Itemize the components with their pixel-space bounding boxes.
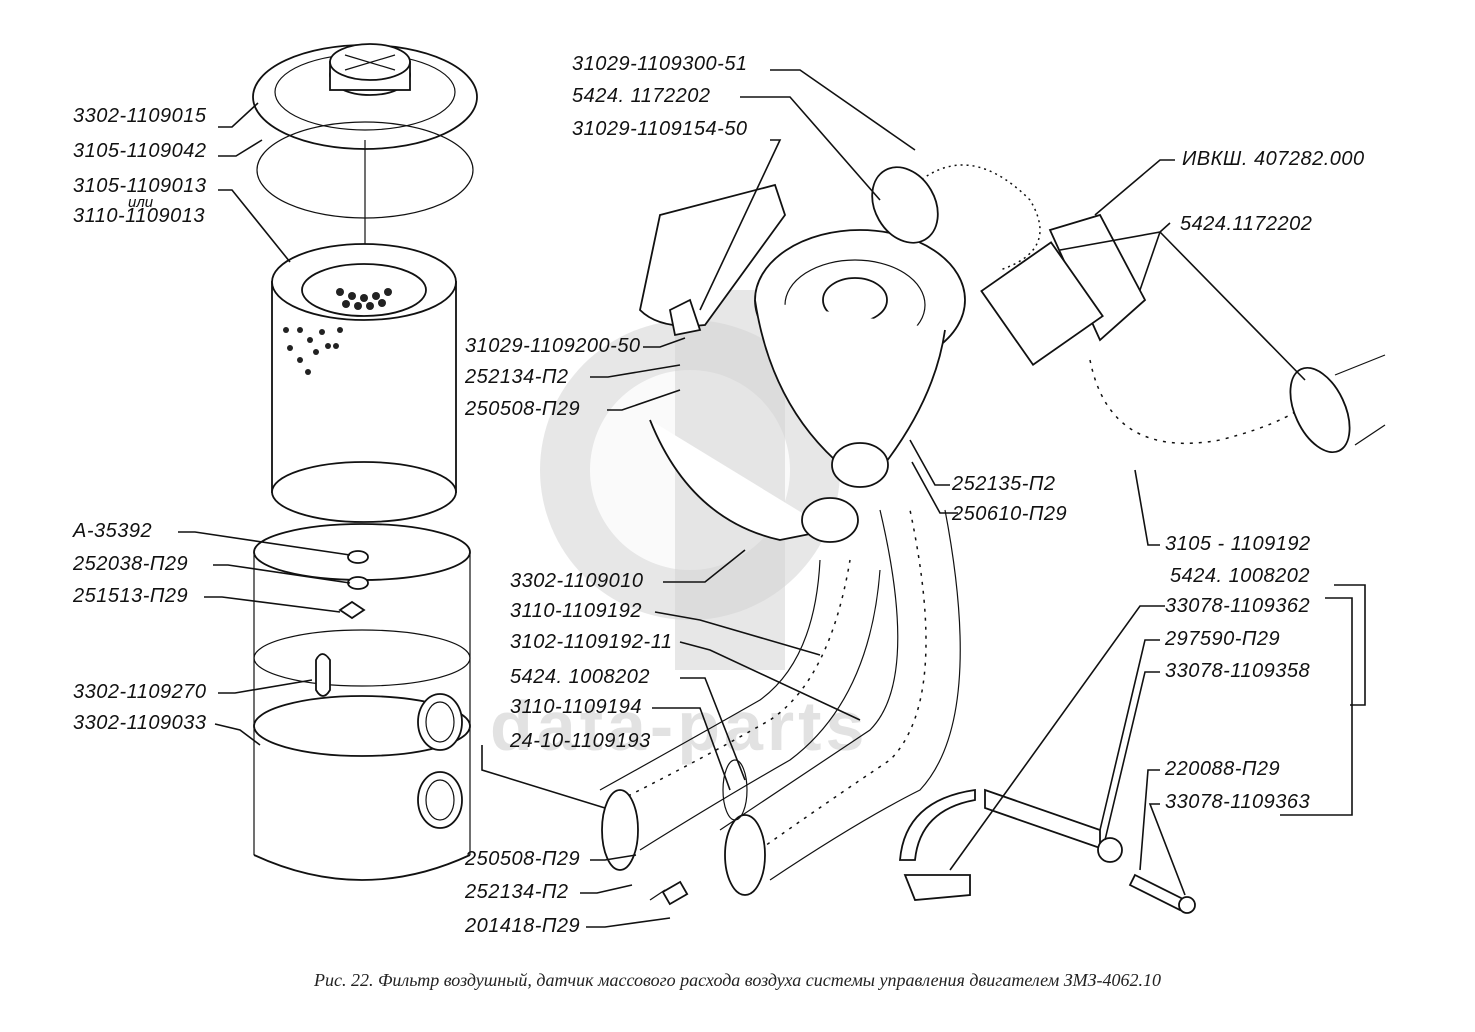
label-33078-1109358: 33078-1109358: [1165, 660, 1310, 682]
label-3110-1109192: 3110-1109192: [510, 600, 642, 622]
label-3105-1109042: 3105-1109042: [73, 140, 207, 162]
bolt-small: [649, 880, 689, 906]
label-3110-1109013: 3110-1109013: [73, 205, 205, 227]
label-3110-1109194: 3110-1109194: [510, 696, 642, 718]
label-3302-1109015: 3302-1109015: [73, 105, 207, 127]
label-252135-p2: 252135-П2: [951, 473, 1056, 495]
watermark-text: data-parts: [490, 687, 868, 765]
sensor-body: [980, 213, 1147, 367]
corrugated-hose-big: [1089, 354, 1386, 454]
label-5424-1172202-right: 5424.1172202: [1180, 213, 1312, 235]
label-33078-1109363: 33078-1109363: [1165, 791, 1310, 813]
air-filter-top: [649, 229, 966, 543]
filter-cover-assembly: [252, 43, 478, 150]
label-5424-1172202-top: 5424. 1172202: [572, 85, 710, 107]
label-3302-1109010: 3302-1109010: [510, 570, 644, 592]
label-ivksh-407282: ИВКШ. 407282.000: [1182, 148, 1365, 170]
wing-nut-stack: [338, 550, 369, 620]
label-3302-1109033: 3302-1109033: [73, 712, 207, 734]
label-31029-1109200-50: 31029-1109200-50: [465, 335, 641, 357]
label-250508-p29-top: 250508-П29: [464, 398, 580, 420]
leader-lines: [178, 69, 1366, 928]
label-31029-1109300-51: 31029-1109300-51: [572, 53, 748, 75]
corrugated-hose-right: [719, 509, 961, 881]
filter-element: [271, 243, 457, 523]
part-labels: 3302-1109015 3105-1109042 3105-1109013 и…: [72, 53, 1365, 937]
label-250610-p29: 250610-П29: [951, 503, 1067, 525]
label-24-10-1109193: 24-10-1109193: [509, 730, 651, 752]
label-or: или: [128, 194, 154, 211]
label-a-35392: А-35392: [72, 520, 152, 542]
corrugated-hose-left: [599, 559, 881, 851]
hose-clamps-center: [601, 759, 766, 896]
label-3302-1109270: 3302-1109270: [73, 681, 207, 703]
label-251513-p29: 251513-П29: [72, 585, 188, 607]
label-220088-p29: 220088-П29: [1164, 758, 1280, 780]
label-297590-p29: 297590-П29: [1164, 628, 1280, 650]
figure-caption: Рис. 22. Фильтр воздушный, датчик массов…: [313, 970, 1162, 990]
label-252134-p2-bottom: 252134-П2: [464, 881, 569, 903]
label-5424-1008202-center: 5424. 1008202: [510, 666, 650, 688]
label-3105-1109192: 3105 - 1109192: [1165, 533, 1311, 555]
mounting-bracket: [899, 788, 1196, 914]
label-33078-1109362: 33078-1109362: [1165, 595, 1310, 617]
label-31029-1109154-50: 31029-1109154-50: [572, 118, 748, 140]
label-252038-p29: 252038-П29: [72, 553, 188, 575]
label-201418-p29: 201418-П29: [464, 915, 580, 937]
label-3105-1109013: 3105-1109013: [73, 175, 207, 197]
label-250508-p29-bottom: 250508-П29: [464, 848, 580, 870]
label-252134-p2-top: 252134-П2: [464, 366, 569, 388]
label-5424-1008202-right: 5424. 1008202: [1170, 565, 1310, 587]
filter-housing: [253, 523, 471, 881]
label-3102-1109192-11: 3102-1109192-11: [510, 631, 672, 653]
mass-air-flow-sensor: [639, 183, 787, 337]
rubber-elbow: [871, 164, 1041, 271]
